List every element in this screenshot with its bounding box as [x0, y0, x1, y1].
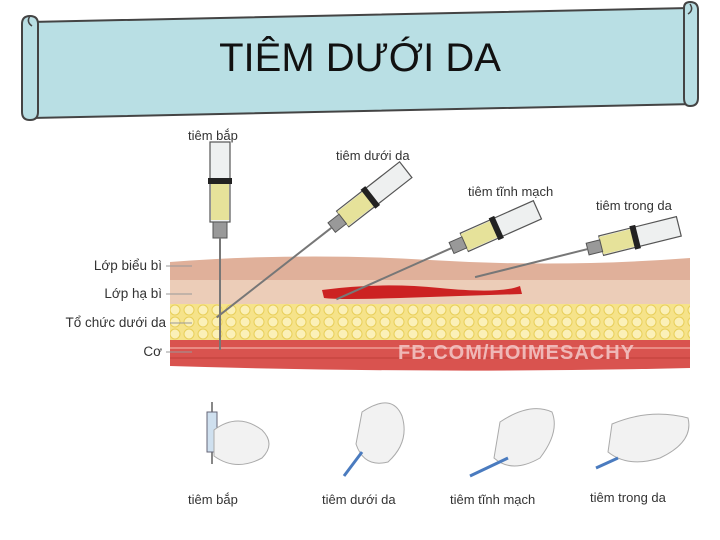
syringe-intravenous	[336, 199, 543, 301]
syringe-intradermal	[474, 215, 682, 279]
watermark: FB.COM/HOIMESACHY	[398, 342, 635, 364]
layer-leader-lines	[166, 265, 192, 353]
needle-label-intradermal: tiêm trong da	[596, 198, 673, 213]
bottom-label-subcutaneous: tiêm dưới da	[322, 492, 396, 507]
hand-illustration-intravenous	[469, 408, 555, 478]
needle-label-subcutaneous: tiêm dưới da	[336, 148, 410, 163]
hand-illustration-intramuscular	[206, 402, 270, 465]
layer-label-subcutaneous: Tổ chức dưới da	[66, 315, 167, 330]
hand-illustration-subcutaneous	[342, 402, 405, 477]
vein	[322, 285, 522, 299]
syringe-subcutaneous	[216, 160, 413, 319]
needle-label-intravenous: tiêm tĩnh mạch	[468, 184, 553, 199]
title-scroll-banner	[21, 0, 699, 122]
hand-illustration-intradermal	[595, 413, 690, 470]
bottom-label-intramuscular: tiêm bắp	[188, 492, 238, 507]
needle-label-intramuscular: tiêm bắp	[188, 128, 238, 143]
bottom-label-intradermal: tiêm trong da	[590, 490, 667, 505]
bottom-label-intravenous: tiêm tĩnh mạch	[450, 492, 535, 507]
layer-label-epidermis: Lớp biểu bì	[94, 258, 162, 273]
slide-title: TIÊM DƯỚI DA	[219, 36, 501, 80]
layer-label-muscle: Cơ	[143, 344, 162, 359]
layer-label-dermis: Lớp hạ bì	[104, 286, 162, 301]
injection-diagram: FB.COM/HOIMESACHY Lớp biểu bì Lớp hạ bì …	[66, 128, 690, 507]
skin-cross-section	[170, 256, 690, 371]
syringe-intramuscular	[208, 141, 232, 350]
